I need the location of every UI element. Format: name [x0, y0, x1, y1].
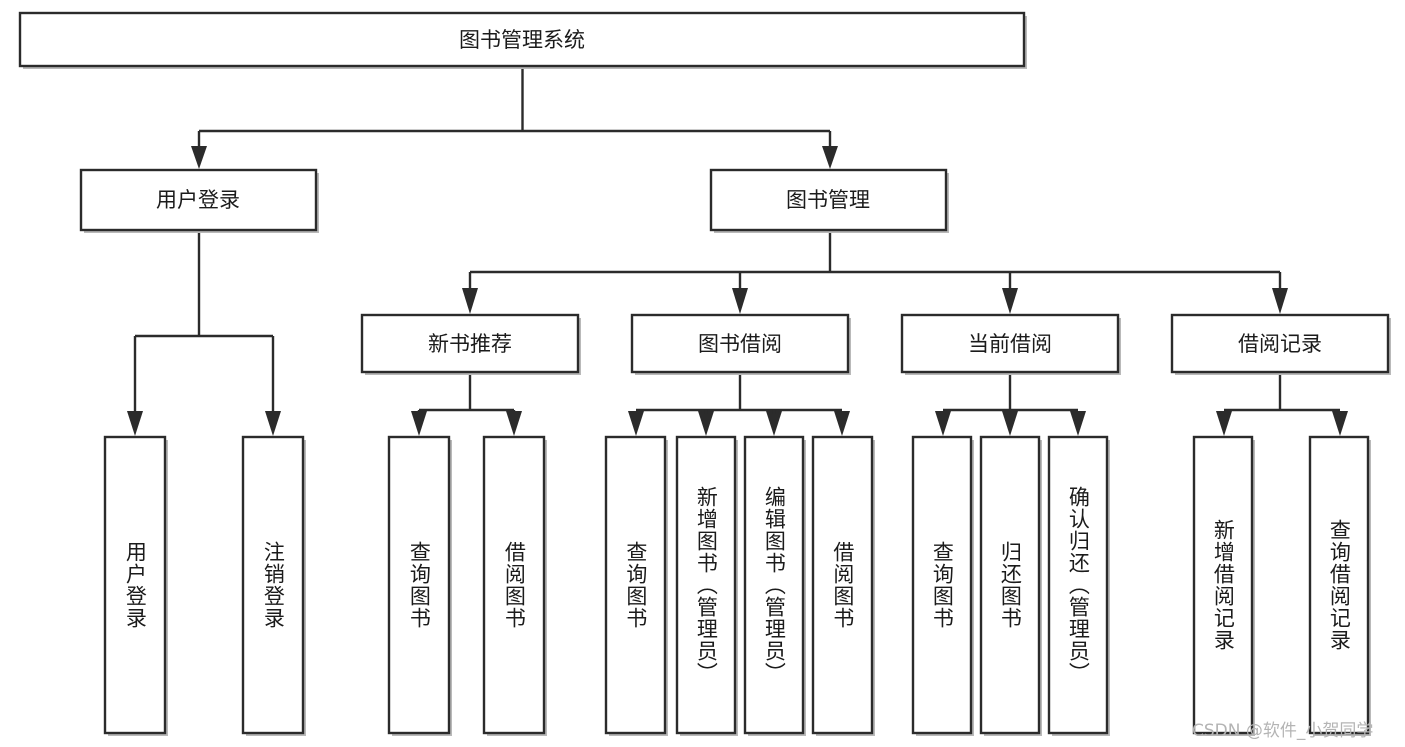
arrowhead-leaf-borrow-book-rec — [506, 411, 522, 436]
leaf-edit-book-admin-box[interactable] — [743, 435, 805, 735]
connector-group-user-login — [127, 232, 281, 436]
arrowhead-leaf-logout-login — [265, 411, 281, 436]
leaf-query-book-rec-box[interactable] — [387, 435, 451, 735]
arrowhead-book-manage — [822, 146, 838, 169]
arrowhead-borrow-record — [1272, 288, 1288, 314]
arrowhead-leaf-query-book-cb — [935, 411, 951, 436]
arrowhead-leaf-edit-book-admin — [766, 411, 782, 436]
leaf-logout-login-box[interactable] — [241, 435, 305, 735]
connector-group-root — [191, 68, 838, 169]
arrowhead-leaf-confirm-return-admin — [1070, 411, 1086, 436]
leaf-confirm-return-admin-box[interactable] — [1047, 435, 1109, 735]
arrowhead-new-book-recommend — [462, 288, 478, 314]
arrowhead-leaf-borrow-book-bb — [834, 411, 850, 436]
arrowhead-leaf-return-book — [1002, 411, 1018, 436]
connector-group-new-book-recommend — [411, 375, 522, 436]
root-node-label: 图书管理系统 — [459, 28, 585, 52]
current-borrow-node-box[interactable] — [900, 313, 1120, 374]
new-book-recommend-node-box[interactable] — [360, 313, 580, 374]
arrowhead-user-login — [191, 146, 207, 169]
leaf-borrow-book-rec-box[interactable] — [482, 435, 546, 735]
current-borrow-node-label: 当前借阅 — [968, 332, 1052, 356]
arrowhead-leaf-user-login — [127, 411, 143, 436]
leaf-add-borrow-record-box[interactable] — [1192, 435, 1254, 735]
book-borrow-node-box[interactable] — [630, 313, 850, 374]
leaf-query-book-cb-box[interactable] — [911, 435, 973, 735]
arrowhead-leaf-add-book-admin — [698, 411, 714, 436]
arrowhead-current-borrow — [1002, 288, 1018, 314]
arrowhead-leaf-query-book-rec — [411, 411, 427, 436]
leaf-query-borrow-record-box[interactable] — [1308, 435, 1370, 735]
user-login-node-label: 用户登录 — [156, 188, 240, 212]
leaf-borrow-book-bb-box[interactable] — [811, 435, 874, 735]
borrow-record-node-box[interactable] — [1170, 313, 1390, 374]
connector-group-borrow-record — [1216, 375, 1348, 436]
csdn-watermark: CSDN @软件_小贺同学 — [1192, 721, 1374, 741]
connector-group-book-borrow — [628, 375, 850, 436]
connector-group-book-manage — [462, 232, 1288, 314]
borrow-record-node-label: 借阅记录 — [1238, 332, 1322, 356]
arrowhead-leaf-query-book-bb — [628, 411, 644, 436]
root-node-box[interactable] — [18, 11, 1026, 68]
arrowhead-leaf-query-borrow-record — [1332, 411, 1348, 436]
leaf-return-book-box[interactable] — [979, 435, 1041, 735]
book-manage-node-label: 图书管理 — [786, 188, 870, 212]
connector-group-current-borrow — [935, 375, 1086, 436]
leaf-user-login-box[interactable] — [103, 435, 167, 735]
arrowhead-leaf-add-borrow-record — [1216, 411, 1232, 436]
arrowhead-book-borrow — [732, 288, 748, 314]
book-manage-node-box[interactable] — [709, 168, 948, 232]
leaf-query-book-bb-box[interactable] — [604, 435, 667, 735]
new-book-recommend-node-label: 新书推荐 — [428, 332, 512, 356]
leaf-add-book-admin-box[interactable] — [675, 435, 737, 735]
book-borrow-node-label: 图书借阅 — [698, 332, 782, 356]
user-login-node-box[interactable] — [79, 168, 318, 232]
